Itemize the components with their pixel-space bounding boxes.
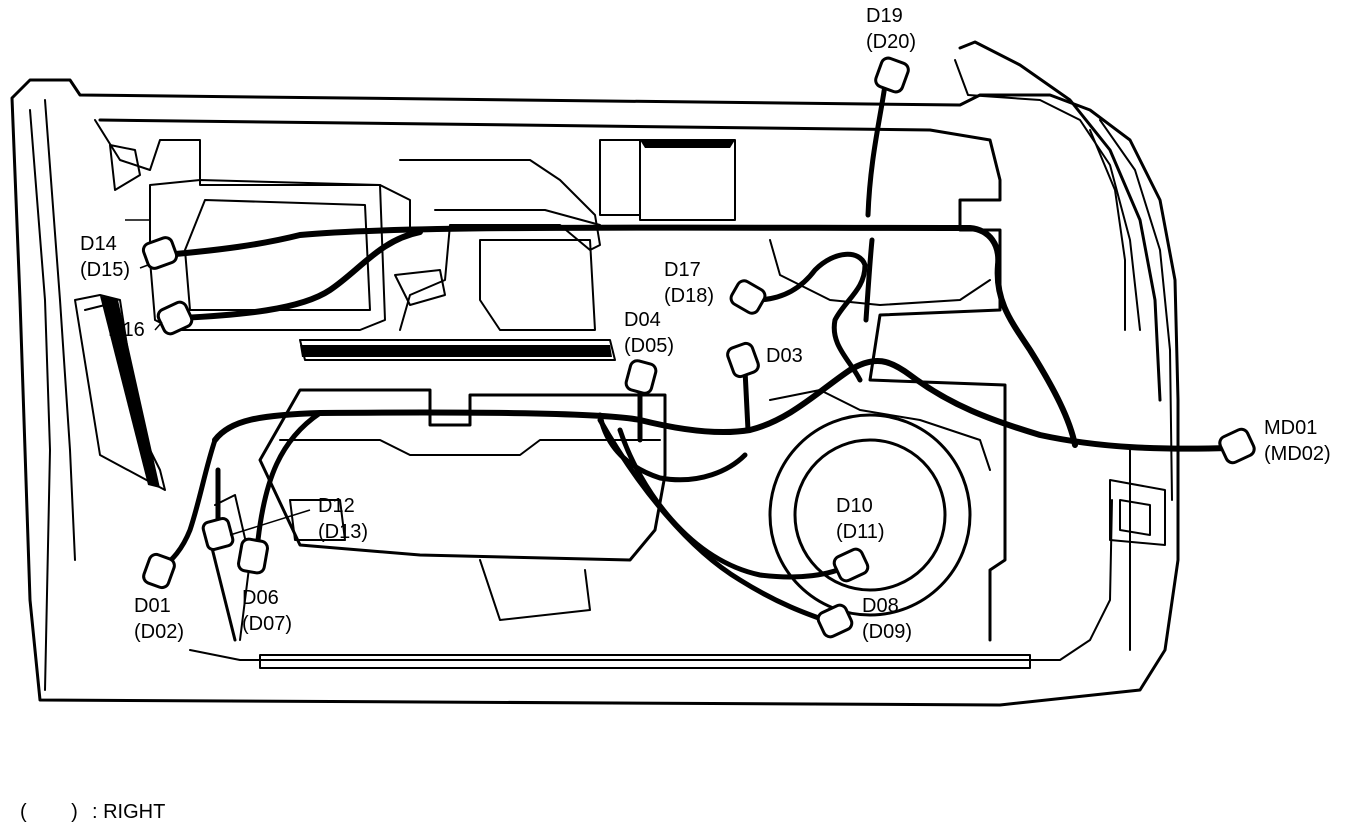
label-d19: D19 (D20) [866,5,916,53]
connector-d06 [237,537,269,575]
label-d19-line2: (D20) [866,31,916,53]
label-d19-line1: D19 [866,5,903,27]
label-d01: D01 (D02) [134,595,184,643]
label-d01-line2: (D02) [134,621,184,643]
leader-lines [125,219,311,536]
label-d06: D06 (D07) [242,587,292,635]
label-d04-line2: (D05) [624,335,674,357]
label-d10: D10 (D11) [836,495,885,543]
connector-d14 [141,236,179,270]
connector-d17 [729,279,767,315]
label-d08-line1: D08 [862,595,899,617]
label-d08: D08 (D09) [862,595,912,643]
label-d10-line1: D10 [836,495,873,517]
label-d04: D04 (D05) [624,309,674,357]
connector-d01 [142,552,176,590]
label-md01: MD01 (MD02) [1264,417,1331,465]
label-d16: D16 [108,319,145,341]
connector-d12 [201,516,235,552]
label-d06-line1: D06 [242,587,279,609]
label-d17: D17 (D18) [664,259,714,307]
label-d10-line2: (D11) [836,521,885,543]
label-d12: D12 (D13) [318,495,368,543]
label-d14-line2: (D15) [80,259,130,281]
label-md01-line1: MD01 [1264,417,1317,439]
label-d03: D03 [766,345,803,367]
label-d01-line1: D01 [134,595,171,617]
legend: ( ) : RIGHT [20,801,165,823]
label-md01-line2: (MD02) [1264,443,1331,465]
legend-symbol: ( ) [20,801,78,823]
label-d12-line1: D12 [318,495,355,517]
connector-md01 [1218,427,1256,465]
label-d16-line1: D16 [108,319,145,341]
connector-d19 [874,56,910,94]
connector-d03 [726,341,760,379]
label-d17-line2: (D18) [664,285,714,307]
wiring-harness [159,82,1233,625]
label-d04-line1: D04 [624,309,661,331]
label-d03-line1: D03 [766,345,803,367]
connector-d04 [624,359,658,395]
label-d06-line2: (D07) [242,613,292,635]
connector-d10 [832,547,870,583]
label-d14: D14 (D15) [80,233,130,281]
label-d17-line1: D17 [664,259,701,281]
label-d12-line2: (D13) [318,521,368,543]
label-d08-line2: (D09) [862,621,912,643]
legend-text: : RIGHT [92,801,165,823]
connector-d16 [156,300,194,336]
door-panel-outline [10,40,1180,707]
label-d14-line1: D14 [80,233,117,255]
connector-d08 [816,603,854,639]
